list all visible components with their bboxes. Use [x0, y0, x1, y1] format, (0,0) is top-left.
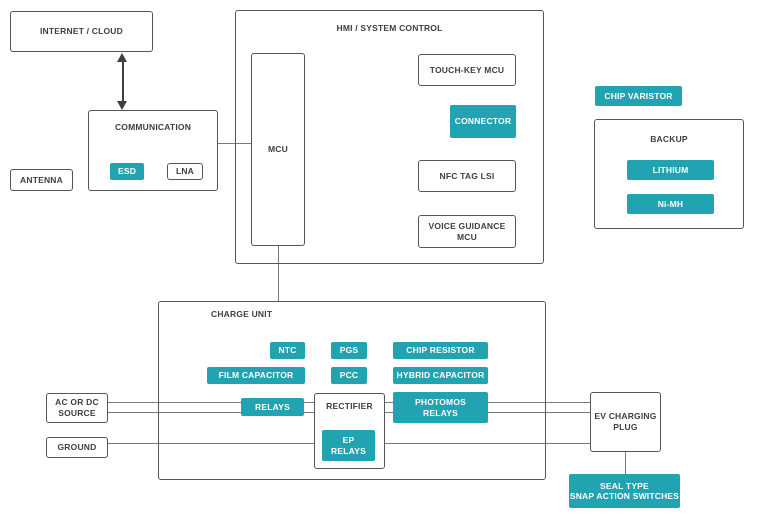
ntc-label: NTC	[278, 345, 297, 356]
film-capacitor-label: FILM CAPACITOR	[218, 370, 294, 381]
ev-charging-plug-label-line2: PLUG	[613, 422, 638, 432]
pgs-box: PGS	[331, 342, 367, 359]
hmi-system-control-title: HMI / SYSTEM CONTROL	[336, 23, 443, 33]
pcc-box: PCC	[331, 367, 367, 384]
connector-line-plug-seal	[625, 451, 626, 475]
lithium-label: LITHIUM	[652, 164, 689, 175]
voice-guidance-mcu-label-line1: VOICE GUIDANCE	[428, 220, 506, 231]
ac-or-dc-source-box: AC OR DC SOURCE	[46, 393, 108, 423]
bidirectional-arrow-icon	[115, 53, 130, 110]
internet-cloud-label: INTERNET / CLOUD	[39, 26, 123, 37]
antenna-box: ANTENNA	[10, 169, 73, 191]
touch-key-mcu-label: TOUCH-KEY MCU	[429, 64, 505, 75]
connector-box: CONNECTOR	[450, 105, 516, 138]
chip-resistor-label: CHIP RESISTOR	[406, 345, 475, 356]
backup-title: BACKUP	[650, 134, 688, 144]
communication-frame: COMMUNICATION	[88, 110, 218, 191]
charge-unit-title: CHARGE UNIT	[211, 309, 273, 319]
pcc-label: PCC	[339, 370, 359, 381]
ground-label: GROUND	[57, 442, 97, 453]
voice-guidance-mcu-label-line2: MCU	[457, 231, 477, 242]
seal-type-label-line2: SNAP ACTION SWITCHES	[569, 491, 680, 501]
relays-label: RELAYS	[255, 401, 290, 412]
voice-guidance-mcu-box: VOICE GUIDANCE MCU	[418, 215, 516, 248]
hmi-system-control-frame: HMI / SYSTEM CONTROL	[235, 10, 544, 264]
mcu-box: MCU	[251, 53, 305, 246]
relays-box: RELAYS	[241, 398, 304, 416]
ntc-box: NTC	[270, 342, 305, 359]
nfc-tag-lsi-box: NFC TAG LSI	[418, 160, 516, 192]
ev-charging-plug-label-line1: EV CHARGING	[594, 411, 657, 422]
chip-resistor-box: CHIP RESISTOR	[393, 342, 488, 359]
ep-relays-label-line1: EP	[342, 435, 355, 446]
ep-relays-label-line2: RELAYS	[331, 445, 366, 456]
antenna-label: ANTENNA	[20, 174, 63, 185]
photomos-relays-box: PHOTOMOS RELAYS	[393, 392, 488, 423]
nfc-tag-lsi-label: NFC TAG LSI	[439, 170, 495, 181]
lithium-box: LITHIUM	[627, 160, 714, 180]
arrow-head-up-icon	[117, 53, 127, 62]
esd-label: ESD	[117, 166, 137, 177]
film-capacitor-box: FILM CAPACITOR	[207, 367, 305, 384]
hybrid-capacitor-box: HYBRID CAPACITOR	[393, 367, 488, 384]
arrow-head-down-icon	[117, 101, 127, 110]
chip-varistor-label: CHIP VARISTOR	[604, 90, 673, 101]
lna-label: LNA	[175, 166, 195, 177]
ep-relays-box: EP RELAYS	[322, 430, 375, 461]
ni-mh-label: Ni-MH	[657, 198, 684, 209]
seal-type-label-line1: SEAL TYPE	[600, 480, 649, 491]
chip-varistor-box: CHIP VARISTOR	[595, 86, 682, 106]
photomos-relays-label-line1: PHOTOMOS	[414, 397, 467, 408]
connector-line-mcu-charge-unit	[278, 245, 279, 302]
connector-label: CONNECTOR	[454, 116, 512, 127]
backup-frame: BACKUP	[594, 119, 744, 229]
hybrid-capacitor-label: HYBRID CAPACITOR	[396, 370, 485, 381]
arrow-shaft	[121, 58, 124, 105]
ni-mh-box: Ni-MH	[627, 194, 714, 214]
photomos-relays-label-line2: RELAYS	[423, 407, 458, 418]
rectifier-label: RECTIFIER	[326, 401, 373, 411]
charge-unit-frame: CHARGE UNIT	[158, 301, 546, 480]
lna-box: LNA	[167, 163, 203, 180]
seal-type-snap-action-switches-box: SEAL TYPE SNAP ACTION SWITCHES	[569, 474, 680, 508]
internet-cloud-box: INTERNET / CLOUD	[10, 11, 153, 52]
ev-charging-plug-box: EV CHARGING PLUG	[590, 392, 661, 452]
communication-title: COMMUNICATION	[114, 122, 192, 132]
touch-key-mcu-box: TOUCH-KEY MCU	[418, 54, 516, 86]
esd-box: ESD	[110, 163, 144, 180]
pgs-label: PGS	[339, 345, 359, 356]
ground-box: GROUND	[46, 437, 108, 458]
ac-or-dc-source-label-line1: AC OR DC	[55, 397, 99, 408]
mcu-label: MCU	[268, 144, 288, 155]
ac-or-dc-source-label-line2: SOURCE	[58, 408, 96, 418]
